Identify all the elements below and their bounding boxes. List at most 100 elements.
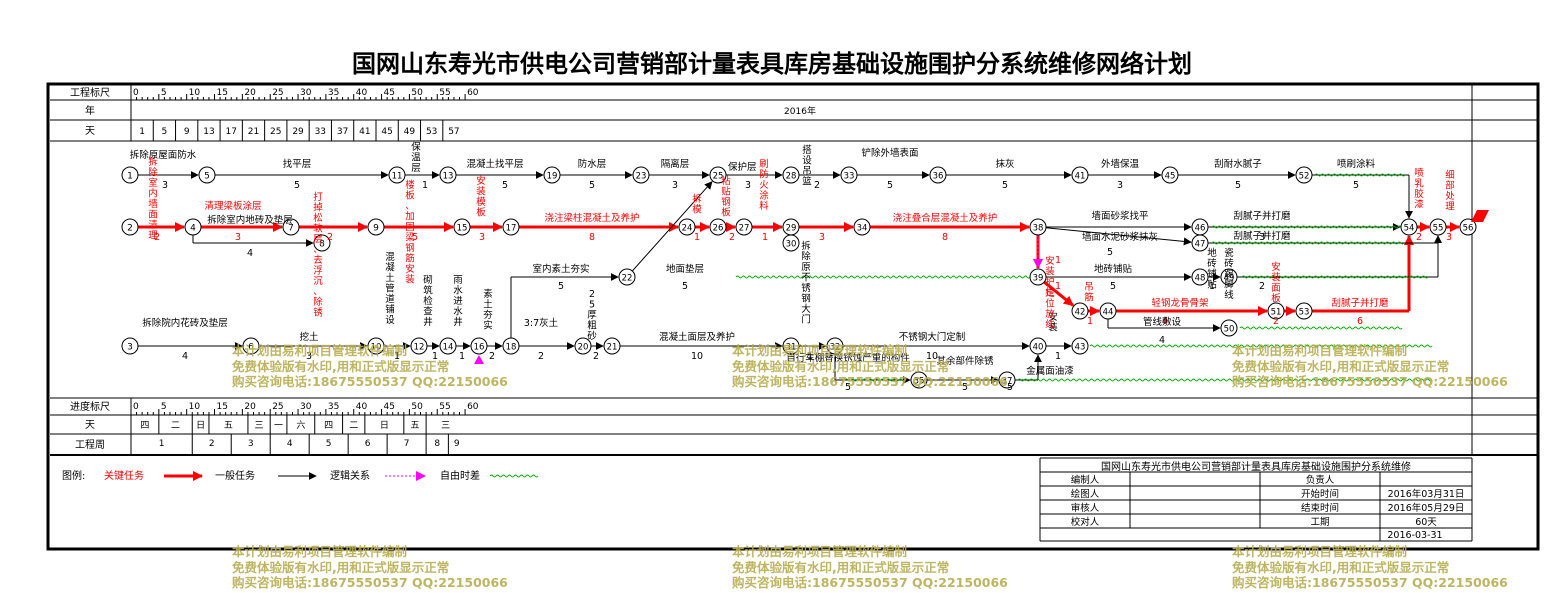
scale-tick-label: 20: [244, 88, 256, 98]
task-duration: 1: [807, 351, 813, 362]
logic-arrowhead: [1033, 259, 1043, 268]
weekday-cell-label: 五: [410, 421, 419, 431]
task-duration: 3: [672, 180, 678, 191]
network-node: [282, 218, 300, 236]
task-duration: 5: [845, 382, 851, 393]
float-wave: [1241, 275, 1429, 279]
network-node: [735, 218, 753, 236]
scale-tick-label: 40: [356, 402, 368, 412]
task-label-vertical: 安装: [1048, 311, 1058, 334]
network-node: [782, 337, 800, 355]
node-number: 1: [127, 172, 133, 182]
day-cell-label: 5: [162, 127, 168, 137]
network-node: [618, 268, 636, 286]
node-number: 31: [786, 343, 797, 353]
task-label: 墙面砂浆找平: [1091, 210, 1149, 222]
row-label: 天: [85, 420, 95, 431]
task-duration: 3: [819, 232, 825, 243]
node-number: 52: [1299, 172, 1310, 182]
task-label-vertical: 砌筑检查井: [423, 275, 433, 328]
node-number: 35: [914, 377, 925, 387]
task-duration: 3: [479, 232, 485, 243]
network-node: [632, 166, 650, 184]
task-duration: 5: [962, 382, 968, 393]
node-number: 45: [1165, 172, 1176, 182]
network-node: [1071, 337, 1089, 355]
info-box-title: 国网山东寿光市供电公司营销部计量表具库房基础设施围护分系统维修: [1101, 460, 1411, 473]
task-label-vertical: 喷乳胶漆: [1414, 168, 1424, 211]
node-number: 11: [392, 172, 403, 182]
task-label: 3:7灰土: [524, 317, 559, 329]
scale-tick-label: 35: [328, 402, 339, 412]
scale-tick-label: 40: [356, 88, 368, 98]
info-box-key: 审核人: [1071, 502, 1100, 514]
node-number: 55: [1433, 224, 1444, 234]
node-number: 10: [371, 343, 382, 353]
task-label: 拆除院内花砖及垫层: [142, 317, 228, 329]
day-cell-label: 37: [337, 127, 348, 137]
node-number: 8: [319, 240, 325, 250]
day-cell-label: 45: [381, 127, 392, 137]
float-wave: [1211, 225, 1405, 229]
task-label: 管线敷设: [1143, 316, 1182, 328]
scale-tick-label: 25: [272, 88, 283, 98]
task-label-vertical: 保温层: [411, 141, 421, 174]
task-label: 轻钢龙骨骨架: [1151, 297, 1209, 309]
scale-tick-label: 50: [411, 88, 423, 98]
task-label: 外墙保温: [1101, 158, 1140, 170]
node-number: 3: [127, 343, 133, 353]
task-label-vertical: 安装护栏: [1045, 255, 1055, 299]
task-label-vertical: 瓷砖踢脚线: [1224, 247, 1234, 301]
weekday-cell-label: 五: [224, 421, 233, 431]
network-node: [929, 166, 947, 184]
network-node: [1295, 302, 1313, 320]
outer-frame: [46, 82, 1540, 551]
scale-tick-label: 30: [300, 88, 312, 98]
task-duration: 1: [762, 232, 768, 243]
task-label: 地砖铺贴: [1094, 263, 1133, 275]
day-cell-label: 13: [203, 127, 214, 137]
node-number: 26: [713, 224, 724, 234]
weekday-cell-label: 二: [171, 421, 180, 431]
task-duration: 3: [745, 180, 751, 191]
network-node: [782, 166, 800, 184]
task-duration: 5: [887, 180, 893, 191]
network-node: [198, 166, 216, 184]
node-number: 37: [1002, 377, 1013, 387]
node-number: 4: [190, 224, 196, 234]
scale-tick-label: 55: [439, 402, 450, 412]
node-number: 5: [204, 172, 210, 182]
node-number: 2: [127, 224, 133, 234]
task-duration: 5: [294, 180, 300, 191]
task-duration: 5: [558, 281, 564, 292]
float-wave: [1017, 378, 1433, 382]
legend-normal-label: 一般任务: [215, 469, 255, 482]
task-duration: 6: [1357, 316, 1363, 327]
task-label: 地面垫层: [666, 263, 704, 275]
info-box-key: 工期: [1310, 517, 1329, 528]
scale-tick-label: 45: [384, 402, 395, 412]
info-box-key: 校对人: [1071, 516, 1100, 528]
scale-tick-label: 15: [217, 402, 228, 412]
weekday-cell-label: 四: [324, 421, 333, 431]
weekday-cell-label: 三: [441, 421, 450, 431]
task-duration: 10: [926, 351, 938, 362]
network-node: [853, 218, 871, 236]
node-number: 16: [474, 343, 485, 353]
task-label: 铲除外墙表面: [861, 147, 918, 159]
legend-title: 图例:: [62, 469, 85, 482]
scale-tick-label: 10: [189, 88, 201, 98]
node-number: 14: [443, 343, 454, 353]
node-number: 6: [248, 343, 254, 353]
day-cell-label: 17: [225, 127, 236, 137]
node-number: 27: [739, 224, 750, 234]
node-number: 15: [457, 224, 468, 234]
task-label: 混凝土找平层: [466, 158, 523, 170]
task-duration: 3: [1117, 180, 1123, 191]
weekday-cell-label: 二: [349, 421, 358, 431]
task-arrow: [1045, 227, 1192, 246]
task-duration: 2: [593, 351, 599, 362]
scale-tick-label: 10: [189, 402, 201, 412]
task-duration: 2: [814, 180, 820, 191]
